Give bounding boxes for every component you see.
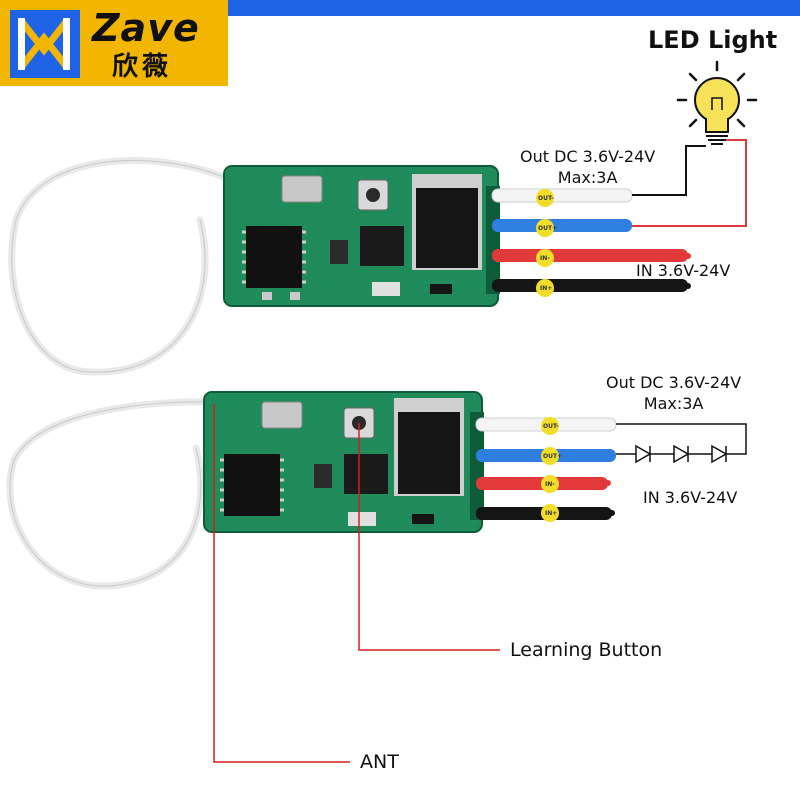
pin-tag-out-plus-top: OUT+ [538,225,557,232]
output-spec-bottom: Out DC 3.6V-24V Max:3A [606,372,741,414]
pin-tag-out-minus-top: OUT- [538,195,554,202]
receiver-module-top [223,165,500,307]
ant-pointer [213,404,350,763]
led-wire-negative [632,145,706,196]
input-spec-top: IN 3.6V-24V [636,261,731,280]
learning-button-label: Learning Button [510,639,663,661]
zave-logo [0,0,228,86]
pin-tag-in-minus-bottom: IN- [545,481,555,488]
zave-logo-icon [10,10,80,78]
antenna-wire-top [8,157,230,376]
output-voltage-top: Out DC 3.6V-24V [520,147,656,166]
pin-tag-out-minus-bottom: OUT- [543,423,559,430]
top-banner [228,0,800,16]
receiver-module-bottom [203,391,484,533]
light-bulb-icon [676,60,758,145]
pin-tag-in-plus-bottom: IN+ [545,510,557,517]
led-light-label: LED Light [648,26,778,54]
brand-name: Zave [92,6,200,50]
pin-tag-in-plus-top: IN+ [540,285,552,292]
led-wire-positive [632,139,747,227]
output-max-top: Max:3A [557,168,618,187]
output-max-bottom: Max:3A [643,394,704,413]
output-voltage-bottom: Out DC 3.6V-24V [606,373,742,392]
input-spec-bottom: IN 3.6V-24V [643,488,738,507]
pin-tag-out-plus-bottom: OUT+ [543,453,562,460]
pin-tags-top: OUT- OUT+ IN- IN+ [536,189,557,297]
antenna-wire-bottom [6,398,222,590]
ic-chip-bottom [224,454,280,516]
brand-name-cn: 欣薇 [112,52,173,82]
learning-button-pointer [358,423,500,651]
antenna-label: ANT [360,751,399,773]
output-spec-top: Out DC 3.6V-24V Max:3A [520,146,655,188]
diode-icon [635,444,728,464]
pin-tags-bottom: OUT- OUT+ IN- IN+ [541,417,562,522]
ic-chip-top [246,226,302,288]
pin-tag-in-minus-top: IN- [540,255,550,262]
